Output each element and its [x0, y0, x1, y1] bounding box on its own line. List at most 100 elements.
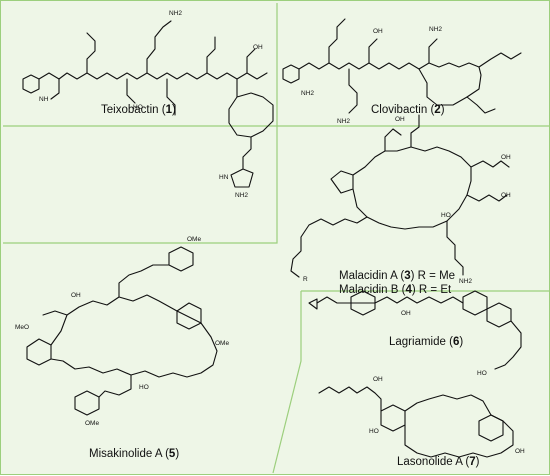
- misakinolide-dihydropyran-left: [26, 338, 52, 366]
- teixobactin-nme: [50, 78, 60, 100]
- label-malacidin-a-name: Malacidin A: [339, 270, 398, 282]
- misakinolide-macrocycle: [50, 294, 218, 378]
- label-malacidin-a-number: 3: [404, 270, 411, 282]
- label-lagriamide: Lagriamide (6): [389, 336, 464, 348]
- lagriamide-spiro-ring2: [486, 302, 512, 328]
- label-malacidin-b: Malacidin B (4) R = Et: [339, 284, 452, 296]
- teixobactin-backbone: [38, 72, 268, 80]
- clovibactin-amide-top: [428, 38, 438, 64]
- clovibactin-macrocycle: [418, 66, 482, 106]
- label-teixobactin-name: Teixobactin: [101, 104, 159, 116]
- clovibactin-structure: NH2 OH NH2 NH2: [282, 18, 522, 125]
- teixobactin-oh-label: OH: [253, 44, 263, 51]
- clovibactin-oh-label: OH: [373, 28, 383, 35]
- misakinolide-meo-label: MeO: [15, 324, 29, 331]
- malacidin-macrocycle: [352, 146, 472, 230]
- clovibactin-phenyl-ring: [282, 64, 300, 84]
- malacidin-val-chain: [384, 128, 402, 152]
- teixobactin-enduracididine: [230, 136, 254, 188]
- lasonolide-macrocycle: [404, 394, 514, 458]
- misakinolide-top-chain: [118, 264, 170, 298]
- teixobactin-sidechain-ser: [126, 78, 136, 104]
- label-lasonolide: Lasonolide A (7): [397, 456, 480, 468]
- misakinolide-pyran-top: [168, 246, 194, 272]
- malacidin-asp-chain: [410, 114, 420, 148]
- label-lagriamide-name: Lagriamide: [389, 336, 446, 348]
- lagriamide-structure: OH HO: [308, 290, 522, 377]
- teixobactin-nh2b-label: NH2: [235, 192, 248, 199]
- malacidin-nh2-label: NH2: [459, 278, 472, 285]
- clovibactin-ser-chain: [368, 38, 378, 64]
- teixobactin-nh2-label: NH2: [169, 10, 182, 17]
- divider-diagonal: [272, 291, 302, 474]
- label-lagriamide-number: 6: [452, 336, 460, 348]
- malacidin-oh-right-label: OH: [501, 154, 511, 161]
- lagriamide-acid-tail: [494, 320, 522, 370]
- label-malacidin-b-number: 4: [405, 284, 412, 296]
- label-lasonolide-number: 7: [469, 456, 476, 468]
- teixobactin-hn-label: HN: [219, 174, 229, 181]
- lagriamide-ho-label: HO: [477, 370, 487, 377]
- label-malacidin-b-name: Malacidin B: [339, 284, 399, 296]
- misakinolide-ome-right-label: OMe: [215, 340, 229, 347]
- lasonolide-ho-label: HO: [369, 428, 379, 435]
- lagriamide-thp-ring: [350, 290, 376, 316]
- clovibactin-lys-chain: [348, 68, 358, 114]
- misakinolide-bottom-chain: [98, 374, 132, 398]
- misakinolide-structure: OMe OMe MeO OMe OH HO: [15, 236, 229, 427]
- clovibactin-backbone: [298, 62, 480, 70]
- misakinolide-dihydropyran-right: [176, 302, 202, 330]
- lagriamide-spiro-ring1: [462, 290, 488, 316]
- misakinolide-left-chain: [42, 310, 68, 316]
- misakinolide-oh-label: OH: [71, 292, 81, 299]
- lagriamide-oh-label: OH: [401, 310, 411, 317]
- misakinolide-pyran-bottom: [74, 390, 100, 416]
- lasonolide-side-chain: [318, 386, 382, 412]
- malacidin-ho-label: HO: [441, 212, 451, 219]
- misakinolide-ome-top-label: OMe: [187, 236, 201, 243]
- label-teixobactin: Teixobactin (1): [101, 104, 176, 116]
- teixobactin-ho-label: HO: [133, 104, 143, 111]
- label-misakinolide-number: 5: [168, 448, 176, 460]
- clovibactin-leu3: [466, 96, 496, 114]
- clovibactin-leu-chain: [328, 18, 346, 64]
- teixobactin-sidechain-ile2: [166, 78, 176, 116]
- lasonolide-structure: OH OH HO: [318, 376, 525, 458]
- clovibactin-leu2: [478, 52, 522, 68]
- lasonolide-oh-label: OH: [373, 376, 383, 383]
- lagriamide-chain: [316, 296, 464, 304]
- lasonolide-thp-left: [380, 404, 406, 432]
- malacidin-lys-chain: [446, 220, 464, 276]
- teixobactin-sidechain-gln: [146, 20, 172, 74]
- misakinolide-ome-bottom-label: OMe: [85, 420, 99, 427]
- teixobactin-sidechain-ile3: [206, 36, 216, 74]
- label-misakinolide-name: Misakinolide A: [89, 448, 162, 460]
- teixobactin-structure: OH NH2 HO NH HN NH2: [22, 10, 274, 199]
- label-clovibactin-name: Clovibactin: [371, 104, 428, 116]
- label-lasonolide-name: Lasonolide A: [397, 456, 463, 468]
- teixobactin-nh-label: NH: [39, 96, 49, 103]
- label-teixobactin-number: 1: [165, 104, 172, 116]
- malacidin-r-label: R: [303, 276, 308, 283]
- label-malacidin-a-suffix: R = Me: [414, 270, 456, 282]
- teixobactin-sidechain-ser2: [246, 48, 256, 74]
- teixobactin-ring: [228, 78, 274, 138]
- lasonolide-oh2-label: OH: [515, 448, 525, 455]
- malacidin-acid-chain: [470, 160, 510, 168]
- label-clovibactin: Clovibactin (2): [371, 104, 445, 116]
- malacidin-oh-right2-label: OH: [501, 192, 511, 199]
- teixobactin-sidechain-ile1: [86, 32, 96, 74]
- clovibactin-nh2-label: NH2: [429, 26, 442, 33]
- lagriamide-epoxide: [308, 298, 318, 310]
- label-malacidin-b-suffix: R = Et: [415, 284, 452, 296]
- clovibactin-nh2c-label: NH2: [301, 90, 314, 97]
- label-misakinolide: Misakinolide A (5): [89, 448, 180, 460]
- misakinolide-ho-label: HO: [139, 384, 149, 391]
- clovibactin-nh2b-label: NH2: [337, 118, 350, 125]
- label-malacidin-a: Malacidin A (3) R = Me: [339, 270, 456, 282]
- malacidin-lipid-tail: [290, 216, 368, 278]
- divider-left-mid: [3, 125, 278, 244]
- malacidin-structure: OH OH OH HO NH2 R: [290, 114, 511, 285]
